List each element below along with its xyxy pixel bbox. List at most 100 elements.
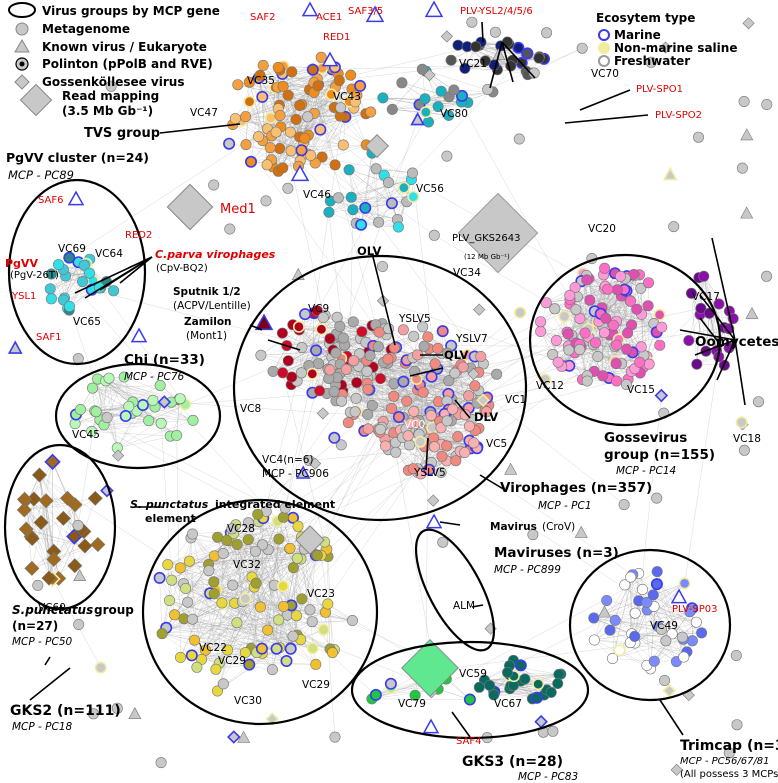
metagenome-node: [397, 324, 409, 336]
metagenome-node: [527, 529, 539, 541]
metagenome-node: [323, 206, 335, 218]
metagenome-node: [315, 51, 327, 63]
edge: [117, 420, 194, 449]
metagenome-node: [417, 386, 429, 398]
metagenome-node: [377, 92, 389, 104]
metagenome-node: [610, 358, 622, 370]
vc-label-vc64: VC64: [95, 248, 123, 260]
qlv-label: QLV: [444, 348, 469, 362]
metagenome-node: [86, 425, 98, 437]
metagenome-node: [277, 511, 289, 523]
metagenome-node: [296, 342, 308, 354]
edge: [171, 402, 414, 420]
edge: [205, 567, 294, 651]
edge: [615, 608, 693, 621]
edge: [295, 94, 332, 120]
metagenome-node: [379, 440, 391, 452]
edge: [299, 329, 362, 332]
gossenkollesee-node: [17, 491, 33, 507]
metagenome-node: [315, 323, 328, 336]
metagenome-node: [417, 321, 429, 333]
metagenome-node: [296, 593, 308, 605]
metagenome-node: [366, 399, 378, 411]
vc-label-vc65: VC65: [73, 316, 101, 328]
edge: [424, 98, 462, 103]
edge: [657, 571, 693, 641]
metagenome-node: [45, 293, 57, 305]
vc-label-vc29: VC29: [218, 655, 246, 667]
freshwater-icon: [598, 55, 610, 67]
metagenome-node: [574, 343, 586, 355]
edge: [382, 97, 420, 105]
edge: [419, 91, 493, 105]
metagenome-node: [250, 545, 262, 557]
trimcap-title: Trimcap (n=39): [680, 738, 778, 754]
metagenome-node: [332, 192, 344, 204]
ecosystem-title: Ecosytem type: [596, 11, 695, 25]
edge: [234, 517, 294, 604]
gossenkollesee-node: [659, 41, 672, 54]
metagenome-node: [227, 579, 239, 591]
metagenome-node: [653, 308, 666, 321]
edge: [39, 474, 64, 519]
metagenome-node: [530, 691, 543, 704]
metagenome-node: [231, 538, 243, 550]
metagenome-node: [180, 582, 192, 594]
metagenome-node: [329, 159, 341, 171]
dlv-label: DLV: [474, 410, 498, 424]
metagenome-node: [101, 412, 113, 424]
metagenome-node: [397, 375, 410, 388]
edge: [290, 113, 366, 133]
metagenome-node: [364, 350, 376, 362]
known-virus-node: [7, 340, 23, 354]
metagenome-node: [373, 216, 385, 228]
metagenome-node: [153, 571, 166, 584]
metagenome-node: [382, 353, 394, 365]
known-virus-node: [740, 206, 754, 219]
metagenome-node: [314, 123, 327, 136]
metagenome-node: [416, 63, 428, 75]
edge: [431, 462, 647, 603]
edge: [388, 328, 438, 369]
edge: [647, 609, 688, 653]
metagenome-node: [442, 347, 454, 359]
edge: [691, 293, 707, 352]
edge: [236, 622, 287, 662]
gossenkollesee-node: [26, 491, 42, 507]
maviruses-title: Maviruses (n=3): [494, 545, 619, 561]
metagenome-node: [695, 302, 707, 314]
metagenome-node: [373, 326, 385, 338]
known-virus-node: [422, 718, 440, 734]
edge: [299, 329, 333, 358]
gossenkollesee-node: [227, 730, 241, 744]
virophages-ellipse: [232, 254, 528, 522]
metagenome-node: [75, 403, 87, 415]
edge: [403, 380, 449, 382]
legend-read-mapping-scale: (3.5 Mb Gb⁻¹): [62, 104, 153, 118]
legend-metagenome: Metagenome: [42, 22, 130, 36]
metagenome-node: [290, 610, 302, 622]
metagenome-node: [349, 406, 361, 418]
edge: [312, 468, 418, 622]
gossenkollesee-node: [33, 515, 49, 531]
edge: [233, 533, 288, 616]
metagenome-node: [641, 596, 653, 608]
metagenome-node: [242, 534, 254, 546]
metagenome-node: [761, 270, 773, 282]
edge: [162, 633, 206, 651]
metagenome-node: [143, 415, 155, 427]
edge: [346, 369, 384, 422]
metagenome-node: [600, 312, 612, 324]
metagenome-node: [588, 634, 600, 646]
metagenome-node: [589, 337, 601, 349]
metagenome-node: [455, 89, 468, 102]
known-virus-node: [745, 306, 759, 319]
metagenome-node: [475, 350, 487, 362]
edge: [309, 555, 317, 610]
edge: [271, 144, 367, 160]
edge: [696, 314, 701, 365]
edge: [654, 640, 693, 662]
metagenome-node: [408, 330, 420, 342]
edge: [282, 586, 353, 621]
metagenome-node: [292, 320, 305, 333]
